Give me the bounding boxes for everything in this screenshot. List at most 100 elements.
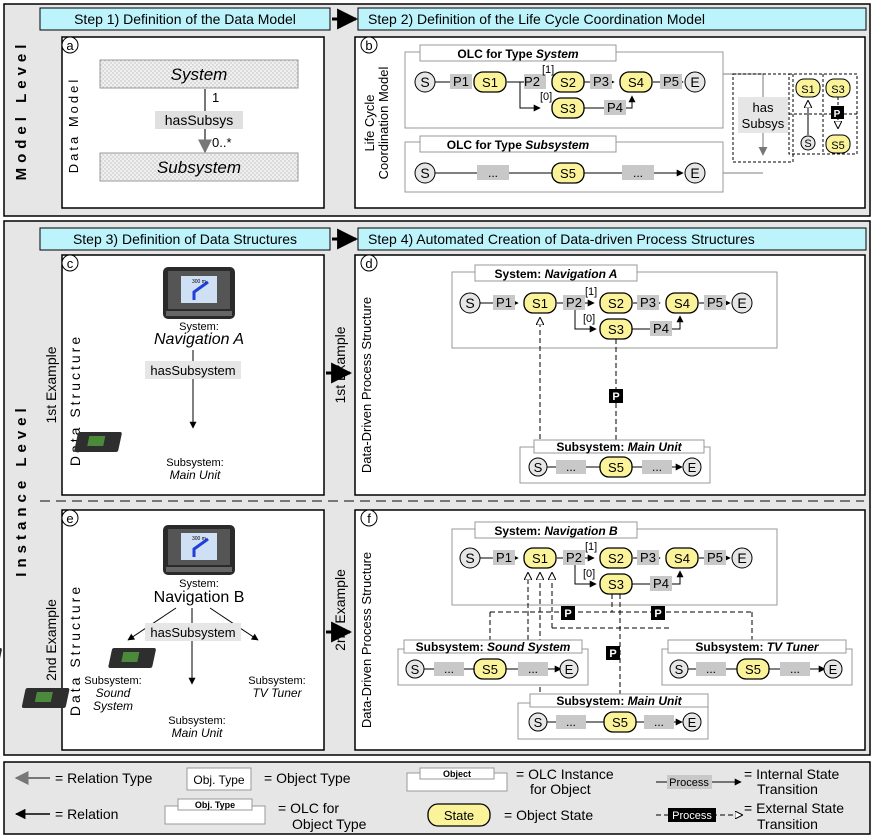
panel-c-letter: c xyxy=(67,256,74,271)
legend-olc-instance-text-2: for Object xyxy=(530,781,591,797)
has-label: has xyxy=(753,100,774,115)
svg-text:...: ... xyxy=(488,166,498,180)
svg-text:...: ... xyxy=(706,662,716,676)
panel-f-side-label-1: 2nd Example xyxy=(332,569,348,651)
svg-text:P2: P2 xyxy=(566,295,582,310)
svg-text:E: E xyxy=(690,165,699,181)
panel-f-side-label-2: Data-Driven Process Structure xyxy=(359,552,374,728)
svg-text:...: ... xyxy=(444,662,454,676)
svg-text:P1: P1 xyxy=(496,550,512,565)
svg-text:S1: S1 xyxy=(532,551,548,566)
svg-text:E: E xyxy=(565,662,574,677)
svg-text:S5: S5 xyxy=(745,662,761,677)
panel-a-side-label: Data Model xyxy=(66,77,81,173)
subsystem-unit-image-tv xyxy=(108,648,156,668)
svg-text:[0]: [0] xyxy=(540,91,552,103)
step4-text: Step 4) Automated Creation of Data-drive… xyxy=(368,231,755,247)
svg-text:E: E xyxy=(688,715,697,730)
panel-e-relation: hasSubsystem xyxy=(150,625,235,640)
olc-subsystem-title: OLC for Type Subsystem xyxy=(447,138,590,152)
svg-text:S2: S2 xyxy=(560,75,576,90)
olc-instance-nav-a-title: System: Navigation A xyxy=(495,267,618,281)
panel-d-side-label-2: Data-Driven Process Structure xyxy=(359,297,374,473)
panel-c-sys-name: Navigation A xyxy=(154,331,244,348)
svg-text:E: E xyxy=(688,460,697,475)
svg-text:P: P xyxy=(834,109,841,120)
legend-object-state-text: = Object State xyxy=(504,807,593,823)
svg-text:P: P xyxy=(612,391,619,403)
svg-text:S5: S5 xyxy=(560,166,576,181)
svg-text:S: S xyxy=(675,662,684,677)
olc-instance-main-unit-f-title: Subsystem: Main Unit xyxy=(556,694,682,708)
svg-text:P3: P3 xyxy=(640,550,656,565)
svg-text:S: S xyxy=(465,550,474,566)
panel-e-sub2-name: Main Unit xyxy=(172,726,223,740)
svg-text:...: ... xyxy=(633,166,643,180)
svg-text:Obj. Type: Obj. Type xyxy=(193,773,244,787)
svg-text:P3: P3 xyxy=(640,295,656,310)
svg-text:S: S xyxy=(465,295,474,311)
svg-text:S: S xyxy=(804,138,811,150)
svg-text:P5: P5 xyxy=(707,295,723,310)
subsystem-unit-image-main xyxy=(22,688,70,708)
svg-text:E: E xyxy=(737,550,746,566)
svg-text:S: S xyxy=(420,165,429,181)
svg-text:S4: S4 xyxy=(674,296,690,311)
svg-text:S2: S2 xyxy=(608,296,624,311)
panel-d-letter: d xyxy=(365,256,372,271)
legend-internal-text-1: = Internal State xyxy=(744,766,840,782)
step2-text: Step 2) Definition of the Life Cycle Coo… xyxy=(368,11,705,27)
svg-text:S5: S5 xyxy=(608,460,624,475)
svg-text:S5: S5 xyxy=(482,662,498,677)
svg-text:...: ... xyxy=(652,460,662,474)
card-1: 1 xyxy=(212,90,219,105)
svg-text:S: S xyxy=(534,715,543,730)
svg-text:[1]: [1] xyxy=(542,64,554,76)
svg-text:S1: S1 xyxy=(482,75,498,90)
svg-text:S5: S5 xyxy=(612,715,628,730)
panel-c-side-label-1: 1st Example xyxy=(43,346,59,423)
legend-olc-type-text-1: = OLC for xyxy=(278,800,339,816)
svg-text:Object: Object xyxy=(443,769,471,779)
panel-f-letter: f xyxy=(367,511,371,526)
svg-text:P1: P1 xyxy=(496,295,512,310)
olc-instance-sound-system-title: Subsystem: Sound System xyxy=(416,640,571,654)
olc-instance-main-unit-d-title: Subsystem: Main Unit xyxy=(556,440,682,454)
svg-text:E: E xyxy=(737,295,746,311)
svg-text:S2: S2 xyxy=(608,551,624,566)
svg-text:P4: P4 xyxy=(653,321,669,336)
svg-text:P: P xyxy=(654,608,661,620)
panel-e-side-label-1: 2nd Example xyxy=(43,599,59,681)
svg-text:S: S xyxy=(420,74,429,90)
navigation-unit-image-b: 300 m xyxy=(163,525,235,575)
svg-text:P5: P5 xyxy=(707,550,723,565)
svg-text:P3: P3 xyxy=(593,74,609,89)
panel-c-sub-name: Main Unit xyxy=(170,468,221,482)
svg-text:S3: S3 xyxy=(560,101,576,116)
panel-e-sub1-name-a: Sound xyxy=(96,686,131,700)
subsys-label: Subsys xyxy=(742,116,785,131)
svg-text:P: P xyxy=(564,608,571,620)
panel-e-sys-name: Navigation B xyxy=(154,589,245,606)
step1-text: Step 1) Definition of the Data Model xyxy=(74,11,296,27)
svg-text:P: P xyxy=(609,648,616,660)
svg-text:Process: Process xyxy=(672,810,712,822)
svg-text:E: E xyxy=(829,662,838,677)
panel-b-side-label-2: Coordination Model xyxy=(376,67,391,180)
svg-text:...: ... xyxy=(654,715,664,729)
legend-external-text-1: = External State xyxy=(744,800,844,816)
svg-text:[1]: [1] xyxy=(585,286,597,298)
svg-text:P2: P2 xyxy=(566,550,582,565)
panel-a-letter: a xyxy=(66,38,74,53)
svg-text:P4: P4 xyxy=(607,100,623,115)
panel-e-sub1-name-b: System xyxy=(93,699,133,713)
svg-text:S: S xyxy=(534,460,543,475)
relation-label: hasSubsys xyxy=(165,112,233,128)
svg-text:S5: S5 xyxy=(831,140,844,152)
type-subsystem-label: Subsystem xyxy=(157,158,241,177)
svg-text:[0]: [0] xyxy=(583,313,595,325)
svg-text:300 m: 300 m xyxy=(192,536,206,542)
svg-text:S3: S3 xyxy=(608,322,624,337)
